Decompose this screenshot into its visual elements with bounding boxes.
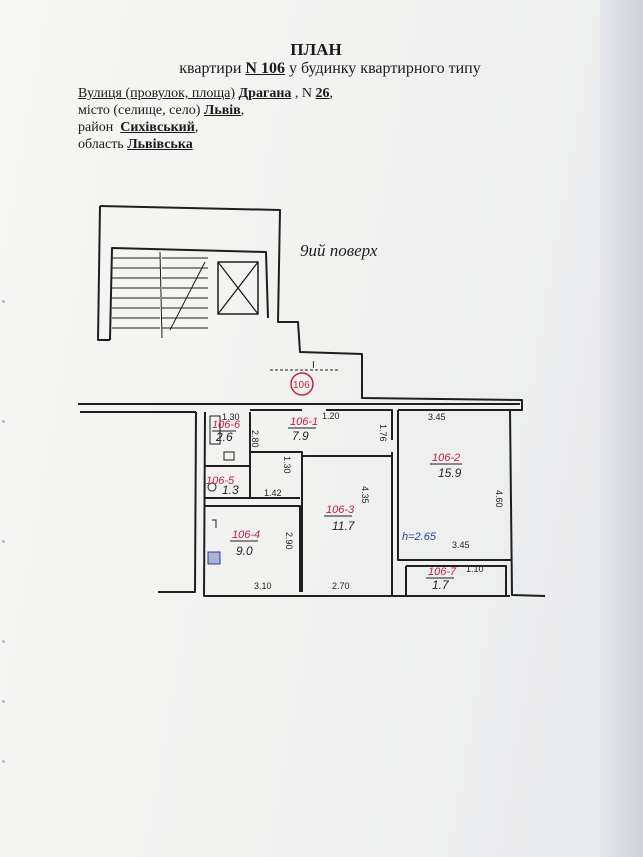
apartment-circle-marker (290, 372, 314, 396)
dim-280: 2.80 (250, 430, 260, 448)
dim-460: 4.60 (494, 490, 504, 508)
underlying-sheet-edge (600, 0, 643, 857)
dim-310: 3.10 (254, 581, 272, 591)
apartment-circle-label: 106 (293, 380, 310, 391)
district-line: район Сихівський, (78, 120, 199, 135)
district-value: Сихівський (120, 120, 195, 135)
room-area-1: 7.9 (292, 429, 309, 443)
dim-270: 2.70 (332, 581, 350, 591)
room-area-3: 11.7 (332, 519, 356, 533)
district-label: район (78, 120, 114, 135)
room-id-6: 106-6 (212, 419, 241, 431)
page-subtitle: квартири N 106 у будинку квартирного тип… (0, 60, 643, 78)
room-area-7: 1.7 (432, 578, 450, 592)
city-line: місто (селище, село) Львів, (78, 103, 245, 118)
apartment-number: N 106 (245, 60, 285, 77)
dim-435: 4.35 (360, 486, 370, 504)
page-title: ПЛАН (290, 40, 342, 59)
room-area-4: 9.0 (236, 544, 253, 558)
dim-130-side: 1.30 (282, 456, 292, 474)
number-label: , N (294, 86, 313, 101)
apartment-outline (158, 411, 197, 593)
dim-142: 1.42 (264, 488, 282, 498)
region-label: область (78, 137, 124, 152)
sink-icon (223, 451, 235, 461)
stair-outline (99, 205, 546, 597)
dim-290: 2.90 (284, 532, 294, 550)
dim-176: 1.76 (378, 424, 388, 442)
street-label: Вулиця (провулок, площа) (78, 86, 236, 101)
room-id-3: 106-3 (326, 504, 355, 516)
dim-110: 1.10 (466, 564, 484, 574)
room-id-4: 106-4 (232, 529, 260, 541)
subtitle-suffix: у будинку квартирного типу (288, 60, 481, 77)
city-value: Львів (203, 103, 241, 118)
room-id-2: 106-2 (432, 452, 460, 464)
room-id-5: 106-5 (206, 475, 235, 487)
region-value: Львівська (127, 137, 193, 152)
ceiling-height: h=2.65 (402, 531, 437, 543)
floor-note: 9ий поверх (300, 241, 378, 260)
room-id-7: 106-7 (428, 566, 457, 578)
dim-345-bottom: 3.45 (452, 540, 470, 550)
number-value: 26 (315, 86, 330, 101)
stair-flight (112, 251, 208, 339)
room-id-1: 106-1 (290, 416, 318, 428)
dim-345-top: 3.45 (428, 412, 446, 422)
stove-icon (207, 551, 221, 565)
street-value: Драгана (238, 86, 292, 101)
region-line: область Львівська (78, 137, 193, 153)
subtitle-prefix: квартири (179, 60, 242, 77)
corridor-mark: I (312, 360, 315, 371)
room-area-2: 15.9 (438, 466, 462, 480)
toilet-icon (207, 482, 217, 492)
room-area-5: 1.3 (222, 483, 239, 497)
elevator-shaft (217, 261, 259, 315)
room-area-6: 2.6 (215, 430, 233, 444)
street-line: Вулиця (провулок, площа) Драгана , N 26, (78, 86, 334, 101)
dim-130-top: 1.30 (222, 412, 240, 422)
dim-120: 1.20 (322, 411, 340, 421)
city-label: місто (селище, село) (78, 103, 201, 118)
bathtub-icon (209, 415, 221, 445)
